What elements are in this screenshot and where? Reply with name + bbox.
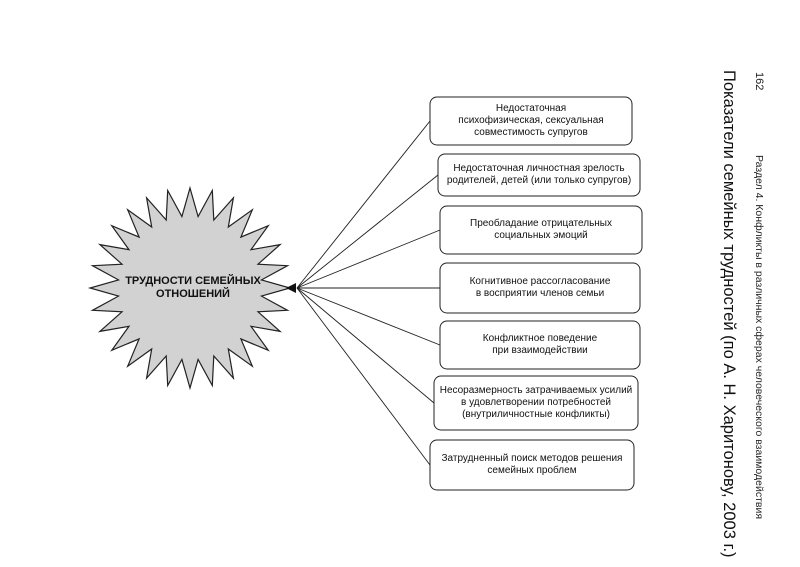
indicator-box-line: Несоразмерность затрачиваемых усилий [439,385,633,396]
connector-line [296,120,431,289]
indicator-box [429,96,633,146]
indicator-box-line: психофизическая, сексуальная [458,115,604,126]
center-label-line2: ОТНОШЕНИЙ [156,288,230,300]
indicator-box-line: Затрудненный поиск методов решения [441,453,623,464]
indicator-box-line: в удовлетворении потребностей [460,397,611,408]
indicator-box [439,205,643,255]
indicator-box-line: Преобладание отрицательных [470,218,612,229]
indicator-box-line: социальных эмоций [494,230,588,241]
running-head: Раздел 4. Конфликты в различных сферах ч… [753,155,765,520]
indicator-box-line: Недостаточная личностная зрелость [453,163,625,174]
figure-title: Показатели семейных трудностей (по А. Н.… [720,70,738,558]
connector-line [296,229,441,289]
connector-line [296,174,439,289]
indicator-box-line: совместимость супругов [474,127,588,138]
indicator-box-line: Конфликтное поведение [482,333,598,344]
center-label-line1: ТРУДНОСТИ СЕМЕЙНЫХ [125,275,261,287]
indicator-box-line: (внутриличностные конфликты) [462,409,610,420]
indicator-box [429,439,635,491]
indicator-box [437,153,641,197]
indicator-box-line: родителей, детей (или только супругов) [446,175,632,186]
indicator-box [439,262,641,314]
center-label: ТРУДНОСТИ СЕМЕЙНЫХ ОТНОШЕНИЙ [118,268,268,308]
indicator-boxes [429,96,643,491]
connector-lines [296,120,441,466]
page-number: 162 [753,72,765,91]
arrowhead [286,283,296,293]
indicator-box [433,375,639,431]
center-starburst [87,185,293,391]
connector-line [296,287,431,466]
indicator-box-line: при взаимодействии [492,345,588,356]
indicator-box [439,320,641,370]
indicator-box-line: в восприятии членов семьи [475,288,605,299]
connector-line [296,287,435,404]
indicator-box-line: семейных проблем [487,465,577,476]
indicator-box-line: Недостаточная [495,103,567,114]
connector-line [296,287,441,346]
indicator-box-line: Когнитивное рассогласование [469,276,611,287]
